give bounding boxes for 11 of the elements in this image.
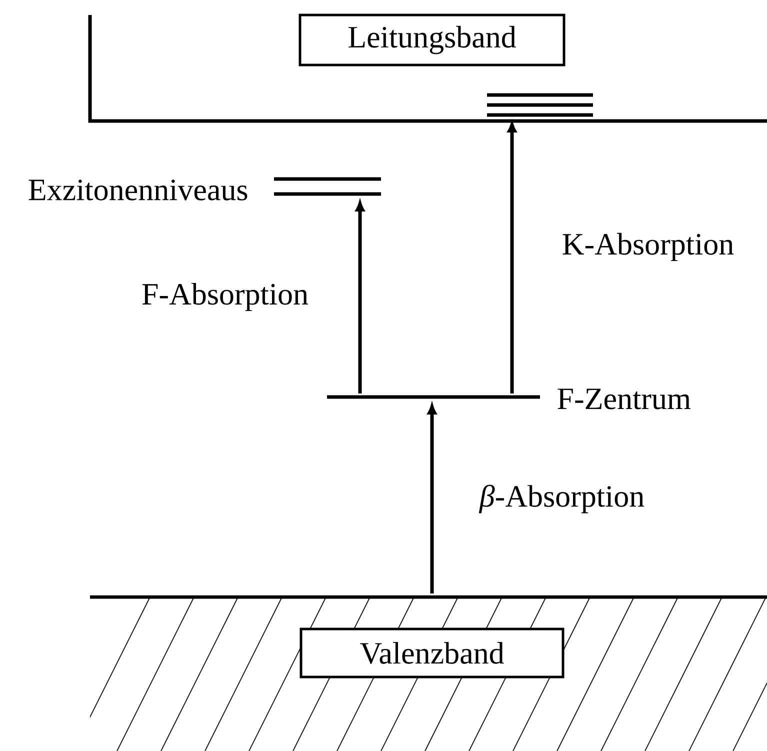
level-label: F-Zentrum	[558, 388, 691, 410]
energy-level	[90, 595, 767, 599]
energy-level	[327, 395, 540, 399]
edge-label: K-Absorption	[562, 232, 734, 262]
energy-levels	[487, 93, 593, 117]
edge-label: F-Absorption	[142, 282, 308, 312]
band-label-box: Valenzband	[300, 628, 564, 678]
band-label-box: Leitungsband	[298, 14, 566, 66]
edge-label: β-Absorption	[478, 484, 644, 514]
energy-levels	[274, 177, 381, 196]
level-label: Exzitonenniveaus	[28, 180, 248, 200]
